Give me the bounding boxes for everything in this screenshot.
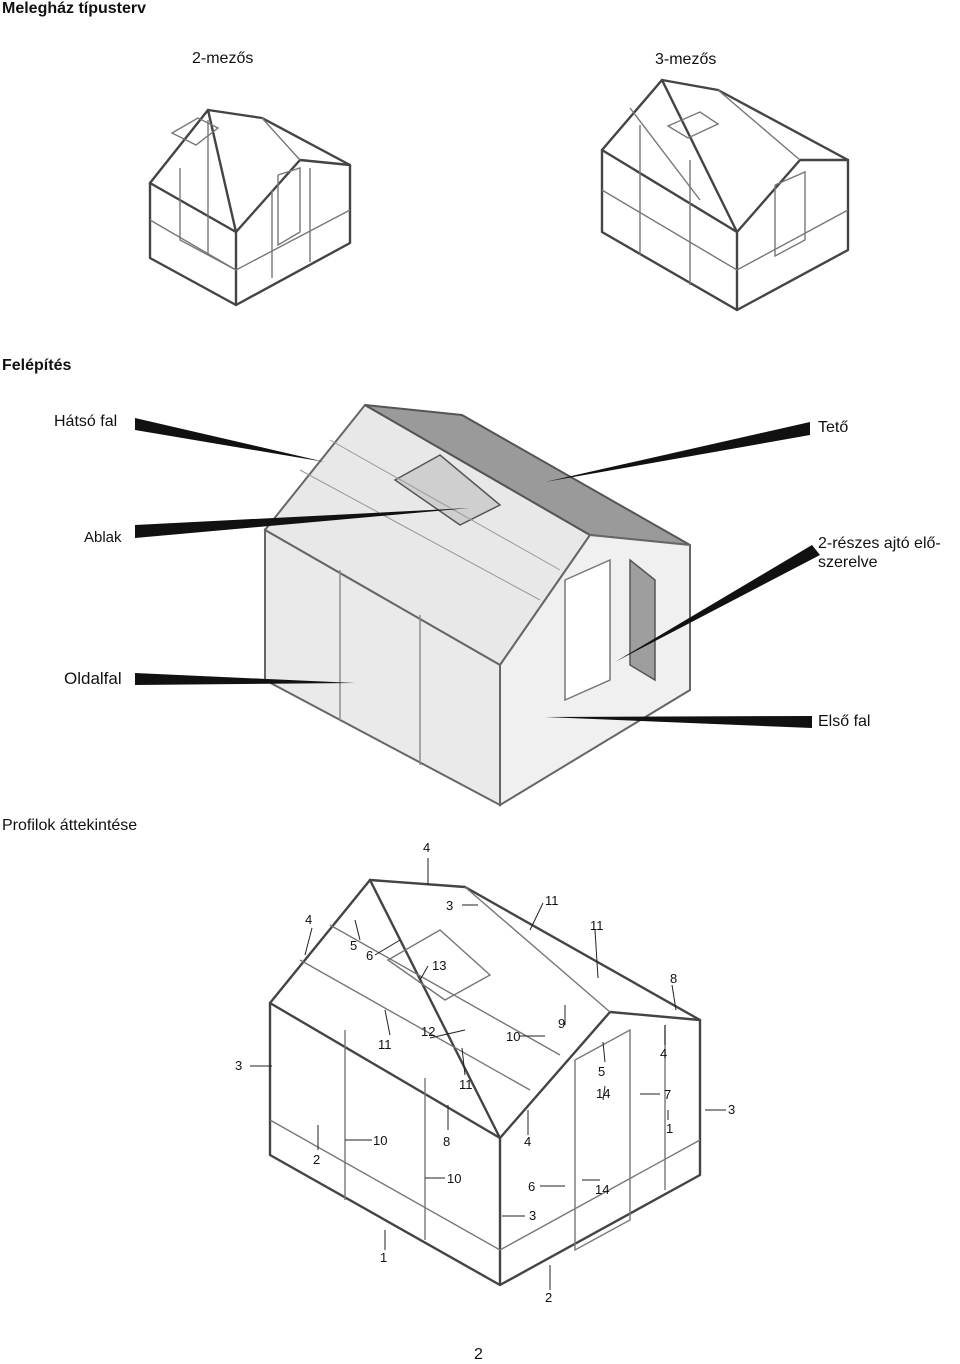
profiles-section-title: Profilok áttekintése	[2, 817, 138, 834]
greenhouse-profiles-drawing	[268, 878, 702, 1287]
profile-number: 3	[235, 1058, 243, 1073]
greenhouse-assembly-drawing	[263, 403, 691, 807]
profile-number: 11	[459, 1077, 473, 1092]
profile-number: 13	[432, 958, 447, 973]
assembly-section-title: Felépítés	[2, 357, 72, 374]
variant-label-2-bay: 2-mezős	[192, 50, 254, 67]
profile-number: 5	[598, 1064, 606, 1079]
profile-number: 6	[366, 948, 374, 963]
profile-number: 3	[529, 1208, 537, 1223]
profile-number: 3	[728, 1102, 736, 1117]
label-front-wall: Első fal	[818, 713, 871, 730]
label-door-line-2: szerelve	[818, 554, 878, 571]
profile-number: 14	[596, 1086, 611, 1101]
profile-number: 9	[558, 1016, 566, 1031]
greenhouse-2-bay-drawing	[148, 108, 352, 307]
label-side-wall: Oldalfal	[64, 669, 122, 688]
profile-number: 11	[590, 918, 604, 933]
profile-number: 2	[313, 1152, 321, 1167]
page-title: Melegház típusterv	[2, 0, 147, 17]
label-door-line-1: 2-részes ajtó elő-	[818, 535, 941, 552]
profile-number: 4	[660, 1046, 668, 1061]
profile-number: 8	[670, 971, 678, 986]
variant-label-3-bay: 3-mezős	[655, 51, 717, 68]
profile-number: 10	[373, 1133, 388, 1148]
greenhouse-3-bay-drawing	[600, 78, 850, 312]
profile-number: 12	[421, 1024, 436, 1039]
label-back-wall: Hátsó fal	[54, 413, 118, 430]
profile-number: 1	[380, 1250, 388, 1265]
profile-number: 1	[666, 1121, 674, 1136]
profile-number: 14	[595, 1182, 610, 1197]
profile-number: 4	[305, 912, 313, 927]
label-window: Ablak	[84, 529, 122, 546]
profile-number: 7	[664, 1087, 672, 1102]
profile-leader-lines	[250, 858, 726, 1290]
profile-number: 6	[528, 1179, 536, 1194]
profile-number: 5	[350, 938, 358, 953]
profile-number: 11	[378, 1037, 392, 1052]
profile-number: 8	[443, 1134, 451, 1149]
profile-number: 3	[446, 898, 454, 913]
profile-number: 4	[423, 840, 431, 855]
page-number: 2	[474, 1346, 483, 1363]
profile-number: 2	[545, 1290, 553, 1305]
profile-number: 10	[506, 1029, 521, 1044]
profile-number: 10	[447, 1171, 462, 1186]
profile-number: 11	[545, 893, 559, 908]
profile-number: 4	[524, 1134, 532, 1149]
label-roof: Tető	[818, 419, 849, 436]
